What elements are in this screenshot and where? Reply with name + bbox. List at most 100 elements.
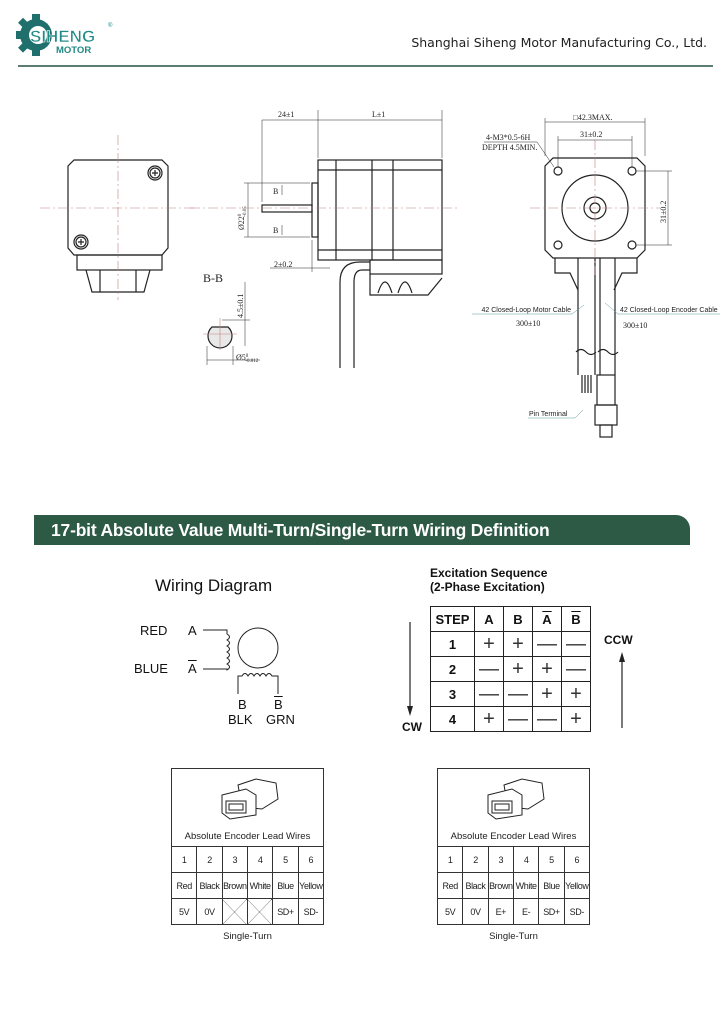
- step-cell: 3: [430, 681, 475, 707]
- cell: 3: [487, 846, 514, 873]
- step-cell: 1: [430, 631, 475, 657]
- cell: +: [503, 631, 533, 657]
- cell: Yellow: [297, 872, 325, 899]
- header-a: A: [474, 606, 504, 632]
- dim-flat: 4.5±0.1: [236, 294, 245, 318]
- phase-a-label: A: [188, 623, 197, 638]
- cell: 3: [221, 846, 248, 873]
- cell: White: [246, 872, 274, 899]
- cell: 1: [436, 846, 464, 873]
- table-caption: Single-Turn: [223, 931, 272, 942]
- cell: —: [561, 656, 591, 682]
- cell: Black: [196, 872, 223, 899]
- excitation-title: Excitation Sequence (2-Phase Excitation): [430, 566, 547, 594]
- motor-cable-label: 42 Closed-Loop Motor Cable: [482, 307, 572, 314]
- cell: 5: [538, 846, 565, 873]
- dim-hole-vertical: 31±0.2: [659, 201, 668, 223]
- cell: 0V: [196, 898, 223, 925]
- cell: +: [532, 656, 562, 682]
- ccw-arrow-icon: [619, 652, 625, 728]
- header-b: B: [503, 606, 533, 632]
- section-title: 17-bit Absolute Value Multi-Turn/Single-…: [51, 520, 550, 540]
- hole-spec: 4-M3*0.5-6H: [486, 133, 530, 142]
- cell: 4: [512, 846, 540, 873]
- dim-pilot-height: 2±0.2: [274, 260, 292, 269]
- rear-view: [40, 135, 195, 300]
- cell: SD+: [272, 898, 299, 925]
- cell: —: [532, 706, 562, 732]
- cell: White: [512, 872, 540, 899]
- cell: —: [532, 631, 562, 657]
- cell: —: [503, 706, 533, 732]
- cell: E-: [512, 898, 540, 925]
- unused-cell: [221, 898, 248, 925]
- cell: +: [474, 706, 504, 732]
- encoder-cable-length: 300±10: [623, 321, 647, 330]
- dim-shaft-diameter: Ø50-0.012: [236, 353, 259, 364]
- svg-text:®: ®: [108, 22, 113, 29]
- encoder-label: Absolute Encoder Lead Wires: [184, 831, 311, 842]
- cell: —: [503, 681, 533, 707]
- front-view: [472, 118, 720, 438]
- table-row: 1++——: [430, 631, 591, 657]
- cell: SD-: [297, 898, 325, 925]
- cell: 2: [196, 846, 223, 873]
- cell: E+: [487, 898, 514, 925]
- connector-icon: [221, 778, 279, 820]
- step-cell: 2: [430, 656, 475, 682]
- cell: Blue: [272, 872, 299, 899]
- cell: 6: [563, 846, 591, 873]
- cell: —: [561, 631, 591, 657]
- dim-square: □42.3MAX.: [573, 113, 613, 122]
- header-step: STEP: [430, 606, 475, 632]
- cell: +: [561, 681, 591, 707]
- screw-icon: [73, 234, 89, 250]
- phase-b-bar-label: B: [274, 697, 283, 712]
- ccw-label: CCW: [604, 633, 633, 647]
- cell: +: [474, 631, 504, 657]
- table-header-row: STEP A B A B: [430, 606, 591, 632]
- wire-blue-label: BLUE: [134, 661, 168, 676]
- cell: 0V: [462, 898, 489, 925]
- logo-name: SIHENG: [30, 27, 95, 46]
- cell: 5V: [170, 898, 198, 925]
- encoder-cable-label: 42 Closed-Loop Encoder Cable: [620, 307, 718, 314]
- company-logo: SIHENG MOTOR ®: [16, 12, 116, 58]
- header-a-bar: A: [532, 606, 562, 632]
- cell: +: [503, 656, 533, 682]
- cw-arrow-icon: [407, 622, 413, 716]
- hole-depth: DEPTH 4.5MIN.: [482, 143, 537, 152]
- table-row: 3——++: [430, 681, 591, 707]
- header-b-bar: B: [561, 606, 591, 632]
- phase-a-bar-label: A: [188, 661, 197, 676]
- motor-winding-schematic: [203, 627, 279, 694]
- table-row: 2—++—: [430, 656, 591, 682]
- cell: —: [474, 656, 504, 682]
- dim-pilot-diameter: Ø220-0.05: [237, 206, 248, 230]
- cell: —: [474, 681, 504, 707]
- wiring-diagram-title: Wiring Diagram: [155, 576, 273, 595]
- cell: Red: [170, 872, 198, 899]
- unused-cell: [246, 898, 274, 925]
- cell: Black: [462, 872, 489, 899]
- dim-hole-horizontal: 31±0.2: [580, 130, 602, 139]
- table-caption: Single-Turn: [489, 931, 538, 942]
- dim-shaft-length: 24±1: [278, 110, 294, 119]
- section-banner: 17-bit Absolute Value Multi-Turn/Single-…: [34, 515, 690, 545]
- cell: 5V: [436, 898, 464, 925]
- section-title: B-B: [203, 271, 223, 285]
- wire-grn-label: GRN: [266, 712, 295, 727]
- excitation-table: STEP A B A B 1++—— 2—++— 3——++ 4+——+: [430, 606, 591, 732]
- cell: SD-: [563, 898, 591, 925]
- company-name: Shanghai Siheng Motor Manufacturing Co.,…: [411, 35, 707, 50]
- step-cell: 4: [430, 706, 475, 732]
- cell: Yellow: [563, 872, 591, 899]
